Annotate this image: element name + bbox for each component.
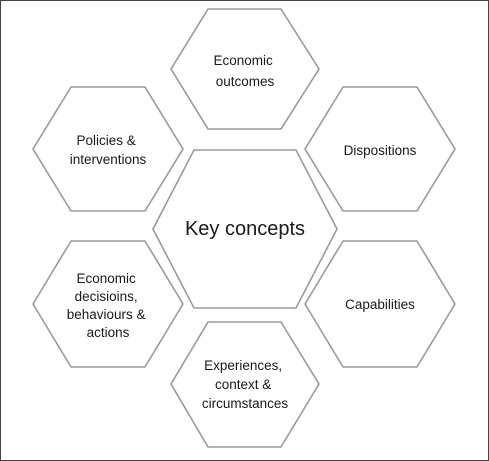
hex-label: Policies & interventions — [70, 133, 147, 167]
hex-label: Dispositions — [344, 143, 417, 158]
hex-label: Economic decisioins, behaviours & action… — [67, 271, 150, 340]
hex-capabilities: Capabilities — [304, 240, 456, 368]
hex-key-concepts: Key concepts — [152, 149, 338, 309]
hex-policies-interventions: Policies & interventions — [32, 86, 184, 212]
hex-dispositions: Dispositions — [304, 86, 456, 212]
center-label: Key concepts — [185, 218, 305, 240]
hex-label: Capabilities — [345, 297, 415, 312]
hex-label: Economic outcomes — [213, 53, 276, 89]
hex-experiences: Experiences, context & circumstances — [170, 321, 320, 448]
hex-label: Experiences, context & circumstances — [202, 358, 289, 411]
hex-economic-decisions: Economic decisioins, behaviours & action… — [32, 240, 184, 368]
hex-economic-outcomes: Economic outcomes — [170, 8, 320, 130]
